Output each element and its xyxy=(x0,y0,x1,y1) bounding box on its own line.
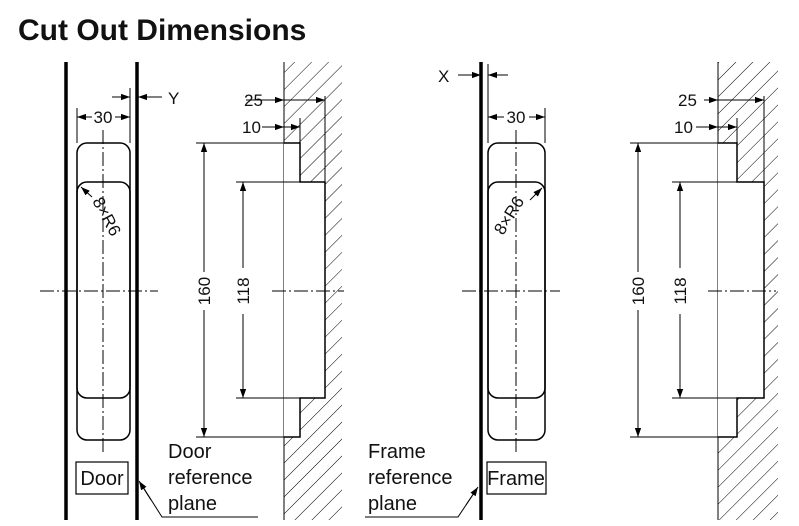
frame-plane-label-1: Frame xyxy=(368,441,426,463)
door-label-box xyxy=(75,461,129,495)
door-height-outer-dimension: 160 xyxy=(195,277,214,305)
frame-depth-inner-dimension: 10 xyxy=(674,118,693,137)
frame-label-box xyxy=(486,461,547,495)
frame-offset-dimension: X xyxy=(438,67,449,86)
frame-inner-cutout xyxy=(487,181,546,399)
frame-plane-label-3: plane xyxy=(368,493,417,515)
frame-radius-callout: 8×R6 xyxy=(490,193,528,238)
frame-cutout-profile xyxy=(718,142,765,438)
frame-plane-label-2: reference xyxy=(368,467,453,489)
door-depth-outer-dimension: 25 xyxy=(244,91,263,110)
frame-depth-outer-dimension: 25 xyxy=(678,91,697,110)
door-radius-callout: 8×R6 xyxy=(88,194,124,239)
frame-height-inner-dimension: 118 xyxy=(671,277,690,304)
frame-front-view: 30 X 8×R6 Frame Frame reference plane xyxy=(365,62,560,520)
door-plane-label-1: Door xyxy=(168,441,212,463)
door-plane-label-2: reference xyxy=(168,467,253,489)
page-title: Cut Out Dimensions xyxy=(18,14,306,47)
door-depth-inner-dimension: 10 xyxy=(242,118,261,137)
door-inner-cutout xyxy=(76,181,131,399)
door-cutout-profile xyxy=(284,142,326,438)
frame-width-dimension: 30 xyxy=(507,108,526,127)
door-label: Door xyxy=(80,468,124,490)
door-width-dimension: 30 xyxy=(94,108,113,127)
door-plane-label-3: plane xyxy=(168,493,217,515)
frame-height-outer-dimension: 160 xyxy=(629,277,648,305)
door-height-inner-dimension: 118 xyxy=(234,277,253,304)
door-offset-dimension: Y xyxy=(168,89,179,108)
door-side-profile: 25 10 160 118 xyxy=(195,62,344,520)
door-front-view: 30 Y 8×R6 Door Door reference plane xyxy=(40,62,258,520)
frame-side-profile: 25 10 160 118 xyxy=(629,62,778,520)
frame-label: Frame xyxy=(487,468,545,490)
